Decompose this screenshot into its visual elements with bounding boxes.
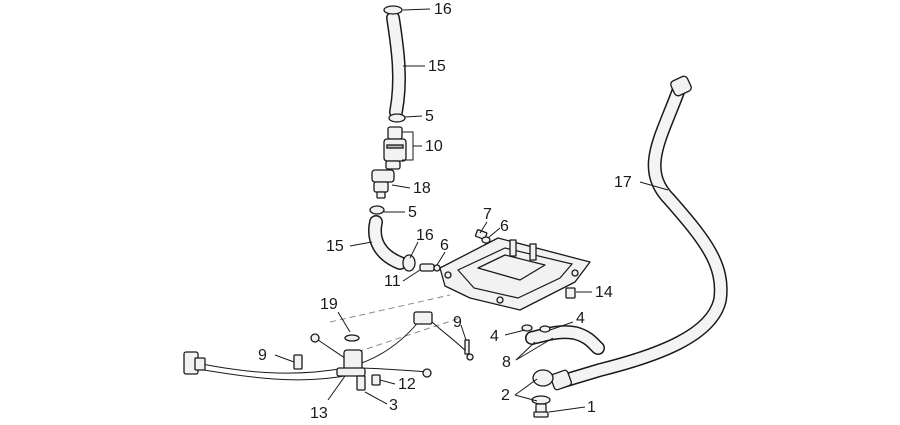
- hose-17: [550, 75, 728, 391]
- upper-hose-15: [383, 5, 406, 123]
- callout-15: 15: [326, 238, 344, 255]
- connector-18: [369, 169, 395, 215]
- callout-7: 7: [483, 206, 492, 223]
- callout-14: 14: [595, 284, 613, 301]
- callout-4: 4: [490, 328, 499, 345]
- leader-lines: [274, 8, 669, 413]
- callout-5: 5: [425, 108, 434, 125]
- callout-1: 1: [587, 399, 596, 416]
- callout-16: 16: [434, 1, 452, 18]
- filter-10: [383, 126, 407, 170]
- callout-labels: 16 15 5 10 18 5 15 16 6 11 7 6 14 17 19 …: [258, 1, 632, 422]
- callout-4: 4: [576, 310, 585, 327]
- callout-19: 19: [320, 296, 338, 313]
- callout-5: 5: [408, 204, 417, 221]
- callout-10: 10: [425, 138, 443, 155]
- callout-13: 13: [310, 405, 328, 422]
- callout-9: 9: [453, 314, 462, 331]
- callout-2: 2: [501, 387, 510, 404]
- sensor-assembly: [183, 311, 474, 391]
- callout-11: 11: [384, 273, 401, 290]
- reference-lines: [329, 294, 461, 356]
- callout-6: 6: [500, 218, 509, 235]
- callout-16: 16: [416, 227, 434, 244]
- callout-9: 9: [258, 347, 267, 364]
- callout-6: 6: [440, 237, 449, 254]
- callout-17: 17: [614, 174, 632, 191]
- callout-18: 18: [413, 180, 431, 197]
- callout-8: 8: [502, 354, 511, 371]
- pump-cover: [439, 229, 591, 311]
- callout-15: 15: [428, 58, 446, 75]
- lower-hose-15: [368, 215, 441, 272]
- callout-3: 3: [389, 397, 398, 414]
- callout-12: 12: [398, 376, 416, 393]
